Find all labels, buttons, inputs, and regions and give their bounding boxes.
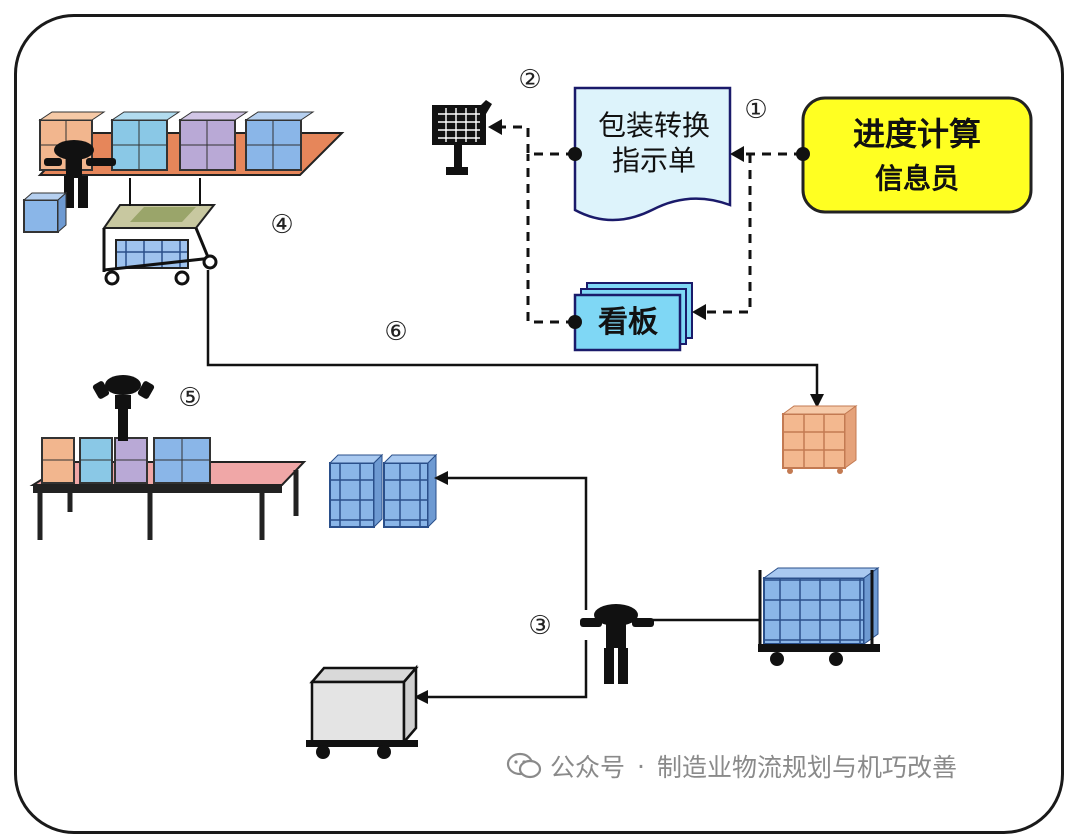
step5-label: ⑤: [178, 383, 201, 413]
flow-diagram: ④ ② 包装转换 指示单 ① 进度计算 信息员 看板: [22, 65, 1033, 759]
trolley: [102, 178, 218, 286]
operator-line2: 信息员: [875, 162, 959, 195]
step1-label: ①: [744, 95, 767, 125]
blue-box-stacks: [328, 453, 438, 529]
box-stack-lilac: [178, 111, 249, 171]
distribution-route: [426, 476, 760, 699]
terminal-icon: [432, 100, 492, 175]
loaded-cart: [758, 567, 880, 666]
orange-crate: [781, 405, 858, 474]
flow-dots: [568, 147, 810, 329]
step6-label: ⑥: [384, 317, 407, 347]
transport-route: [206, 270, 819, 396]
wechat-icon: [506, 752, 542, 779]
top-workstation: [22, 111, 345, 286]
handler-worker-icon: [580, 604, 654, 684]
watermark-prefix: 公众号: [550, 753, 626, 782]
watermark-separator: ·: [637, 751, 645, 781]
loose-box: [22, 191, 68, 234]
instruction-line2: 指示单: [612, 144, 696, 177]
step4-label: ④: [270, 210, 293, 240]
arrow-to-empty-cart: [414, 690, 428, 704]
kanban-label: 看板: [598, 305, 658, 340]
step3-label: ③: [528, 611, 551, 641]
transport-arrowhead: [810, 394, 824, 408]
worker-icon: [44, 140, 116, 208]
packing-station: [29, 375, 307, 540]
operator-line1: 进度计算: [853, 115, 981, 153]
empty-cart: [306, 664, 419, 759]
kanban-card: [573, 282, 693, 352]
instruction-line1: 包装转换: [598, 109, 710, 142]
packer-worker-icon: [92, 375, 155, 441]
dashed-flows: [500, 125, 803, 324]
flow-arrowheads: [488, 119, 744, 320]
step2-label: ②: [518, 65, 541, 95]
watermark-name: 制造业物流规划与机巧改善: [656, 753, 957, 782]
watermark: 公众号 · 制造业物流规划与机巧改善: [506, 748, 957, 784]
arrow-to-stacks: [434, 471, 448, 485]
instruction-document: [573, 86, 732, 222]
box-stack-blue-2: [244, 111, 315, 171]
box-stack-blue: [110, 111, 181, 171]
